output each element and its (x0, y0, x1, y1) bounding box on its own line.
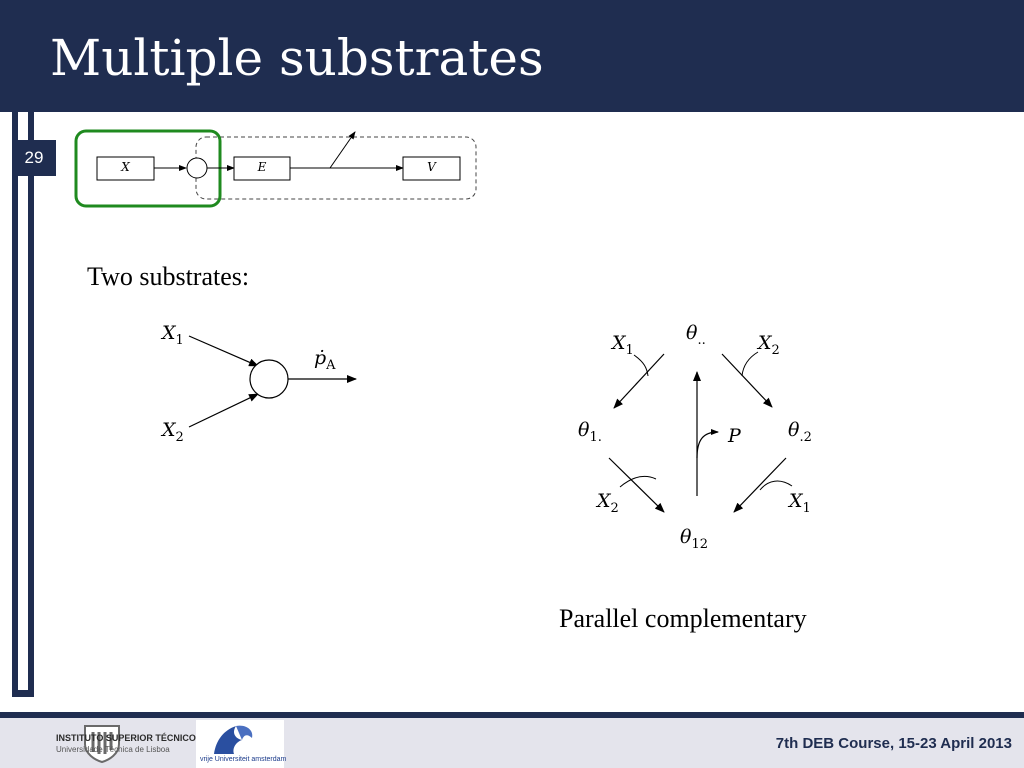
arrow-top-to-theta1dot (613, 353, 665, 409)
slide-number: 29 (12, 140, 56, 176)
theta-12-label: θ12 (680, 526, 708, 552)
dashed-boundary (195, 136, 477, 200)
ist-logo-icon (84, 725, 120, 764)
x2-bottom-label: X2 (597, 490, 619, 516)
x2-bottom-curve (619, 475, 657, 488)
arrow-x1-to-node (188, 335, 259, 367)
deb-schema (74, 129, 477, 208)
product-curve-arrow (696, 429, 719, 459)
arrow-x2-to-node (188, 393, 259, 428)
x1-bottom-curve (759, 480, 793, 491)
box-e-label: E (257, 160, 267, 174)
schema-node (186, 157, 208, 179)
left-frame-inner (18, 112, 28, 690)
box-x-label: X (121, 160, 130, 174)
arrow-theta2dot-to-theta12 (733, 457, 787, 513)
footer-bar (0, 718, 1024, 768)
ist-logo-line2: Universidade Técnica de Lisboa (56, 745, 170, 754)
box-v (402, 156, 461, 181)
theta-dot2-label: θ.2 (788, 419, 812, 445)
vu-griffin-icon (214, 725, 253, 754)
substrate-node (249, 359, 289, 399)
vu-logo-text: vrije Universiteit amsterdam (200, 756, 287, 763)
arrow-top-to-theta2dot (721, 353, 773, 408)
header-bar (0, 0, 1024, 112)
x1-top-curve (633, 354, 649, 377)
product-p-label: P (728, 425, 741, 447)
slide-title: Multiple substrates (50, 29, 544, 87)
x1-bottom-label: X1 (789, 490, 811, 516)
theta-dotdot-label: θ.. (686, 322, 706, 348)
parallel-complementary-caption: Parallel complementary (559, 604, 807, 633)
arrow-theta1dot-to-theta12 (608, 457, 665, 513)
two-substrates-caption: Two substrates: (87, 262, 250, 291)
theta-1dot-label: θ1. (578, 419, 602, 445)
ist-logo-line1: INSTITUTO SUPERIOR TÉCNICO (56, 733, 196, 743)
arrow-branch-up (329, 131, 356, 169)
footer-divider (0, 712, 1024, 718)
x2-top-label: X2 (758, 332, 780, 358)
left-x2-label: X2 (162, 419, 184, 445)
parallel-complementary-diagram (608, 351, 793, 513)
x2-top-curve (741, 351, 759, 377)
x1-top-label: X1 (612, 332, 634, 358)
left-x1-label: X1 (162, 322, 184, 348)
vu-logo (196, 720, 284, 768)
footer-course-info: 7th DEB Course, 15-23 April 2013 (775, 735, 1012, 752)
box-v-label: V (427, 160, 436, 174)
two-substrates-diagram (188, 335, 357, 428)
product-flux-label: ṗA (314, 347, 336, 373)
